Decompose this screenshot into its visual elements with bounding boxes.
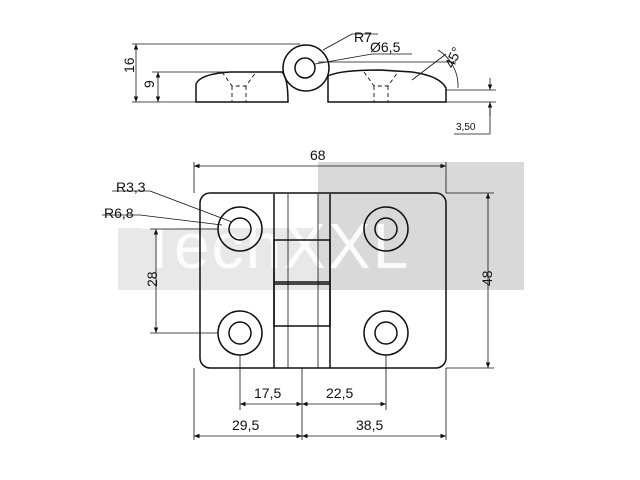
dim-pin-diameter: Ø6,5 — [370, 39, 401, 55]
dim-radius-small: R3,3 — [116, 179, 146, 195]
side-knuckle — [282, 44, 330, 92]
dim-right-width: 38,5 — [356, 417, 383, 433]
dim-angle: 45° — [441, 44, 464, 70]
hole-top-right — [363, 206, 409, 252]
watermark: TechXXL — [118, 162, 524, 290]
dim-left-hole-offset: 17,5 — [254, 385, 281, 401]
dim-height-total-side: 16 — [121, 57, 137, 73]
dim-width-total: 68 — [310, 147, 326, 163]
dim-left-width: 29,5 — [232, 417, 259, 433]
hole-bottom-right — [363, 310, 409, 356]
dim-height-leaf-side: 9 — [141, 80, 157, 88]
side-countersink-left — [221, 71, 257, 102]
side-pin-hole — [294, 57, 316, 79]
hole-bottom-left — [217, 310, 263, 356]
dim-radius-knuckle: R7 — [354, 29, 372, 45]
dim-hole-spacing-vertical: 28 — [144, 271, 160, 287]
dim-height-total: 48 — [479, 270, 495, 286]
watermark-text: TechXXL — [140, 210, 410, 282]
knuckle-segment-2 — [273, 283, 331, 327]
side-left-leaf — [195, 71, 289, 103]
side-view: 16 9 R7 Ø6,5 45° 3,50 — [121, 29, 496, 135]
dim-right-hole-offset: 22,5 — [326, 385, 353, 401]
dim-thickness: 3,50 — [456, 122, 476, 133]
dim-radius-large: R6,8 — [104, 205, 134, 221]
side-right-leaf — [327, 69, 447, 103]
side-countersink-right — [363, 71, 399, 102]
hinge-outline — [199, 192, 447, 369]
watermark-band — [118, 228, 524, 290]
front-view: 68 48 R3,3 R6,8 28 17,5 22,5 29,5 38,5 — [102, 147, 495, 440]
knuckle-segment-1 — [273, 239, 331, 283]
